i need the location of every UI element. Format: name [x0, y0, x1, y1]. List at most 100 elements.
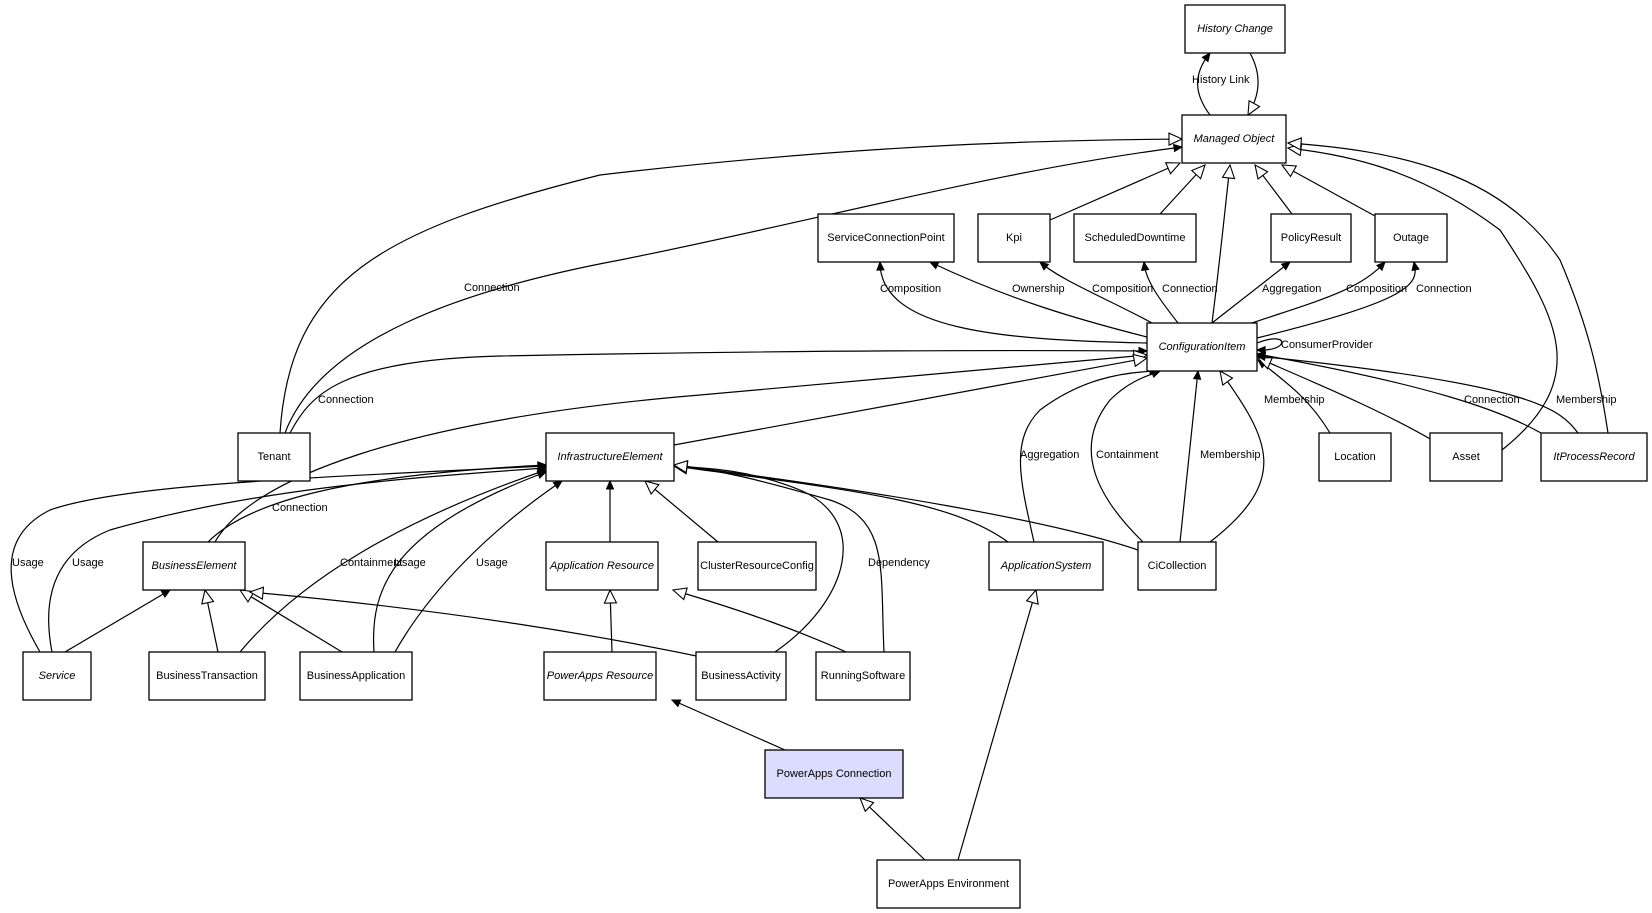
edge-tenant-to-managed_object[interactable] — [284, 143, 1184, 434]
edge-service-to-business_element[interactable] — [201, 588, 219, 653]
edge-running_software-to-infrastructure_element[interactable] — [672, 461, 1009, 543]
association-line[interactable] — [48, 467, 547, 653]
edge-configuration_item-to-kpi[interactable] — [1039, 261, 1153, 324]
class-node-location[interactable]: Location — [1318, 432, 1392, 482]
edge-configuration_item-to-managed_object[interactable] — [1211, 163, 1236, 324]
class-box[interactable] — [1270, 213, 1352, 263]
class-box[interactable] — [876, 859, 1021, 909]
class-box[interactable] — [815, 651, 911, 701]
class-box[interactable] — [764, 749, 904, 799]
class-box[interactable] — [22, 651, 92, 701]
class-node-business-element[interactable]: BusinessElement — [142, 541, 246, 591]
association-line[interactable] — [1256, 338, 1283, 351]
class-box[interactable] — [695, 651, 787, 701]
edge-configuration_item-to-service_connection_point[interactable] — [928, 261, 1148, 338]
association-line[interactable] — [10, 465, 547, 653]
inheritance-line[interactable] — [1281, 164, 1376, 217]
inheritance-line[interactable] — [1287, 142, 1609, 434]
edge-tenant-to-managed_object[interactable] — [279, 132, 1184, 434]
class-node-business-activity[interactable]: BusinessActivity — [695, 651, 787, 701]
association-line[interactable] — [394, 480, 563, 653]
class-box[interactable] — [237, 432, 311, 482]
class-node-asset[interactable]: Asset — [1429, 432, 1503, 482]
inheritance-line[interactable] — [279, 138, 1183, 434]
edge-tenant-to-configuration_item[interactable] — [289, 346, 1149, 434]
association-line[interactable] — [671, 699, 786, 751]
edge-it_process_record-to-configuration_item[interactable] — [1255, 352, 1579, 434]
inheritance-line[interactable] — [672, 589, 869, 663]
class-box[interactable] — [1184, 4, 1286, 54]
class-box[interactable] — [543, 651, 657, 701]
edge-configuration_item-to-policy_result[interactable] — [1211, 261, 1291, 324]
association-line[interactable] — [284, 146, 1183, 434]
association-line[interactable] — [673, 465, 844, 653]
class-node-running-software[interactable]: RunningSoftware — [815, 651, 911, 701]
association-line[interactable] — [1251, 261, 1386, 324]
class-node-configuration-item[interactable]: ConfigurationItem — [1146, 322, 1258, 372]
edge-configuration_item-to-scheduled_downtime[interactable] — [1140, 260, 1179, 324]
edge-scheduled_downtime-to-managed_object[interactable] — [1159, 164, 1206, 215]
edge-asset-to-configuration_item[interactable] — [1255, 351, 1542, 434]
edge-business_transaction-to-infrastructure_element[interactable] — [372, 470, 548, 653]
class-box[interactable] — [1429, 432, 1503, 482]
class-node-service[interactable]: Service — [22, 651, 92, 701]
class-box[interactable] — [142, 541, 246, 591]
inheritance-line[interactable] — [1049, 162, 1181, 221]
association-line[interactable] — [929, 261, 1148, 338]
edge-outage-to-managed_object[interactable] — [1280, 164, 1376, 217]
edge-managed_object-to-history_change[interactable] — [1197, 52, 1211, 116]
inheritance-line[interactable] — [249, 591, 726, 663]
class-node-tenant[interactable]: Tenant — [237, 432, 311, 482]
class-node-scheduled-downtime[interactable]: ScheduledDowntime — [1073, 213, 1197, 263]
class-node-it-process-record[interactable]: ItProcessRecord — [1540, 432, 1648, 482]
edge-business_application-to-infrastructure_element[interactable] — [605, 479, 615, 542]
edge-business_activity-to-business_element[interactable] — [603, 588, 618, 653]
class-node-history-change[interactable]: History Change — [1184, 4, 1286, 54]
class-node-application-system[interactable]: ApplicationSystem — [988, 541, 1104, 591]
class-node-cluster-resource-config[interactable]: ClusterResourceConfig — [697, 541, 817, 591]
class-box[interactable] — [1540, 432, 1648, 482]
edge-configuration_item-to-outage[interactable] — [1251, 261, 1386, 324]
inheritance-line[interactable] — [673, 464, 1139, 551]
class-box[interactable] — [977, 213, 1051, 263]
class-node-service-connection-point[interactable]: ServiceConnectionPoint — [817, 213, 955, 263]
association-line[interactable] — [372, 471, 547, 653]
class-node-powerapps-environment[interactable]: PowerApps Environment — [876, 859, 1021, 909]
association-line[interactable] — [879, 261, 1148, 344]
edge-configuration_item-to-configuration_item[interactable] — [1255, 338, 1283, 355]
association-line[interactable] — [1179, 370, 1199, 543]
inheritance-line[interactable] — [1211, 164, 1231, 324]
class-box[interactable] — [545, 541, 659, 591]
class-box[interactable] — [988, 541, 1104, 591]
class-node-ci-collection[interactable]: CiCollection — [1137, 541, 1217, 591]
association-line[interactable] — [1211, 261, 1291, 324]
edge-policy_result-to-managed_object[interactable] — [1254, 163, 1293, 215]
class-node-application-resource[interactable]: Application Resource — [545, 541, 659, 591]
association-line[interactable] — [64, 589, 171, 653]
edge-configuration_item-to-service_connection_point[interactable] — [876, 260, 1148, 344]
class-node-powerapps-resource[interactable]: PowerApps Resource — [543, 651, 657, 701]
inheritance-line[interactable] — [1209, 370, 1265, 543]
edge-ci_collection-to-infrastructure_element[interactable] — [64, 589, 172, 653]
association-line[interactable] — [1256, 261, 1416, 339]
class-box[interactable] — [1181, 114, 1287, 164]
class-box[interactable] — [1073, 213, 1197, 263]
class-node-managed-object[interactable]: Managed Object — [1181, 114, 1287, 164]
inheritance-line[interactable] — [1257, 357, 1433, 441]
edge-application_resource-to-infrastructure_element[interactable] — [643, 480, 719, 543]
edge-it_process_record-to-managed_object[interactable] — [1286, 137, 1609, 434]
class-box[interactable] — [1137, 541, 1217, 591]
class-box[interactable] — [1318, 432, 1392, 482]
class-node-kpi[interactable]: Kpi — [977, 213, 1051, 263]
inheritance-line[interactable] — [214, 354, 1148, 543]
association-line[interactable] — [1019, 370, 1159, 543]
edge-infrastructure_element-to-configuration_item[interactable] — [673, 353, 1149, 446]
edge-powerapps_resource-to-application_resource[interactable] — [671, 587, 869, 663]
edge-running_software-to-application_resource[interactable] — [670, 699, 786, 751]
edge-business_element-to-configuration_item[interactable] — [214, 349, 1149, 543]
class-node-powerapps-connection[interactable]: PowerApps Connection — [764, 749, 904, 799]
edge-business_application-to-infrastructure_element[interactable] — [394, 480, 564, 653]
class-node-business-application[interactable]: BusinessApplication — [299, 651, 413, 701]
association-line[interactable] — [1256, 353, 1542, 434]
edge-ci_collection-to-configuration_item[interactable] — [1209, 369, 1265, 543]
